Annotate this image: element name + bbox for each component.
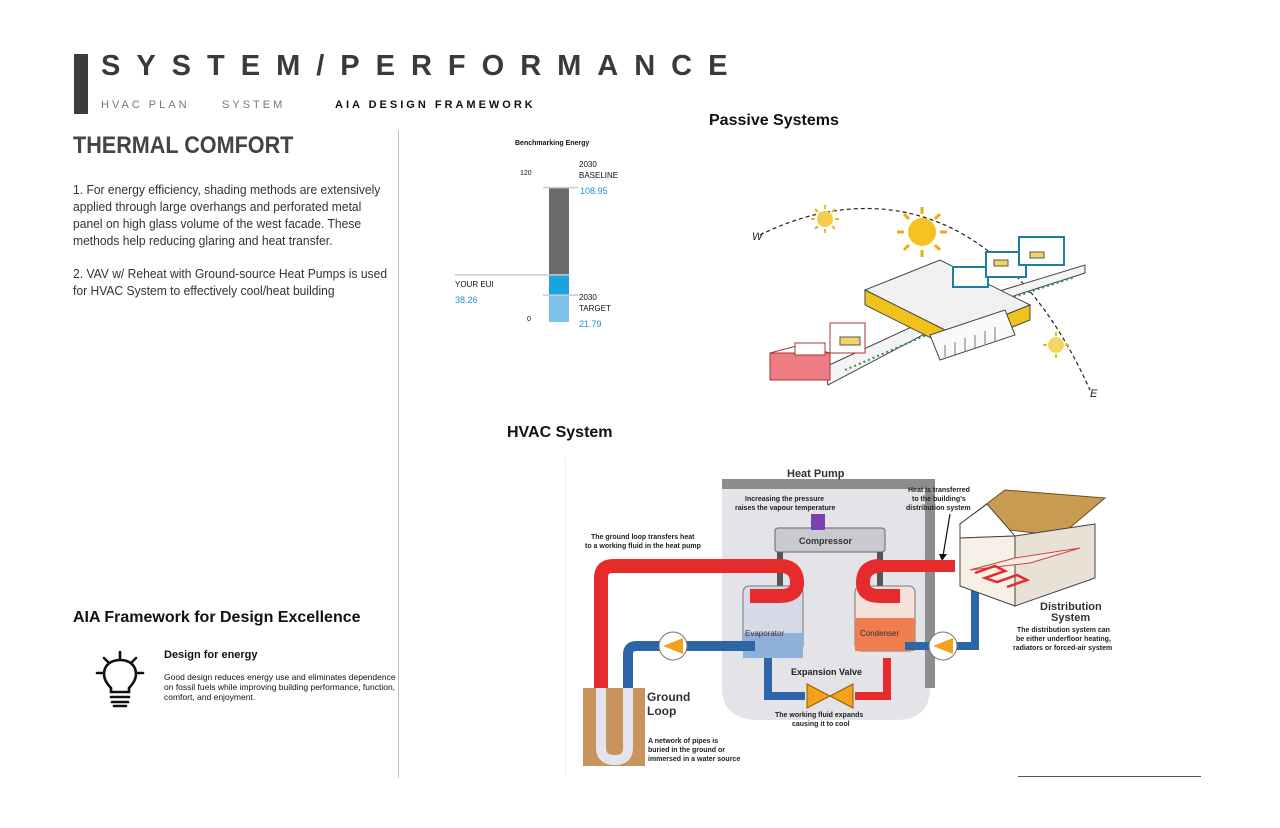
benchmark-energy-chart: Benchmarking Energy 120 0 2030 BASELINE … [455, 140, 618, 329]
chart-title: Benchmarking Energy [515, 140, 589, 147]
eui-label: YOUR EUI [455, 280, 494, 289]
distribution-title-1: Distribution [1040, 601, 1102, 613]
compressor-motor [811, 514, 825, 530]
expansion-valve-label: Expansion Valve [791, 667, 862, 677]
distribution-note-1: The distribution system can [1017, 627, 1110, 634]
evaporator-label: Evaporator [745, 629, 784, 638]
ground-soil [583, 688, 645, 766]
distribution-title-2: System [1051, 612, 1090, 624]
ground-loop-label-2: Loop [647, 704, 676, 718]
paragraph-hvac: 2. VAV w/ Reheat with Ground-source Heat… [73, 266, 388, 298]
distribution-return-pipe [905, 578, 979, 650]
ground-loop-supply-pipe [594, 559, 805, 758]
footer-rule [1018, 776, 1201, 777]
pipes-note-3: immersed in a water source [648, 756, 740, 763]
pipes-note-2: buried in the ground or [648, 747, 725, 754]
pressure-note-1: Increasing the pressure [745, 496, 824, 503]
transfer-note-3: distribution system [906, 505, 971, 512]
target-value: 21.79 [579, 319, 602, 329]
title-accent-bar [74, 54, 88, 114]
pipes-note-1: A network of pipes is [648, 738, 718, 745]
ground-note-1: The ground loop transfers heat [591, 534, 695, 541]
hvac-heat-pump-diagram: Heat Pump Increasing the pressure raises… [565, 458, 1112, 776]
baseline-label: BASELINE [579, 171, 618, 180]
tick-label-0: 0 [527, 316, 531, 323]
aia-subheading: Design for energy [164, 649, 258, 661]
section-heading: THERMAL COMFORT [73, 132, 294, 159]
sun-icon-east [1043, 332, 1069, 358]
building-red-volumes [769, 322, 866, 381]
heat-pump-label: Heat Pump [787, 468, 845, 480]
transfer-note-1: Heat is transferred [908, 487, 970, 494]
ground-note-2: to a working fluid in the heat pump [585, 543, 701, 550]
lightbulb-icon [94, 650, 146, 713]
baseline-value: 108.95 [580, 186, 608, 196]
column-divider [398, 130, 399, 778]
tab-aia-design-framework[interactable]: AIA DESIGN FRAMEWORK [335, 99, 536, 111]
compass-west: W [752, 231, 764, 243]
tab-hvac-plan[interactable]: HVAC PLAN [101, 99, 190, 111]
page-title: SYSTEM/PERFORMANCE [101, 50, 744, 82]
paragraph-shading: 1. For energy efficiency, shading method… [73, 182, 381, 248]
passive-systems-diagram: W E [752, 205, 1098, 400]
tick-label-120: 120 [520, 170, 532, 177]
compressor [774, 527, 886, 553]
target-label-year: 2030 [579, 293, 597, 302]
distribution-house [958, 489, 1107, 607]
sun-icon-small [811, 205, 839, 233]
aia-heading: AIA Framework for Design Excellence [73, 609, 361, 626]
hvac-system-title: HVAC System [507, 424, 613, 441]
pressure-note-2: raises the vapour temperature [735, 505, 835, 512]
transfer-note-2: to the building's [912, 496, 966, 503]
distribution-note-2: be either underfloor heating, [1016, 636, 1111, 643]
working-fluid-note-1: The working fluid expands [775, 712, 863, 719]
tab-system[interactable]: SYSTEM [222, 99, 286, 111]
working-fluid-note-2: causing it to cool [792, 721, 850, 728]
expansion-valve [806, 683, 832, 709]
ground-loop-return-pipe [623, 641, 755, 758]
bar-baseline [549, 187, 569, 275]
building-main-block [863, 259, 1032, 361]
eui-value: 38.26 [455, 295, 478, 305]
passive-systems-title: Passive Systems [709, 112, 839, 129]
baseline-label-year: 2030 [579, 160, 597, 169]
distribution-note-3: radiators or forced-air system [1013, 645, 1112, 652]
aia-description: Good design reduces energy use and elimi… [164, 672, 396, 702]
building-teal-volumes [952, 236, 1065, 288]
compass-east: E [1090, 388, 1098, 400]
condenser-label: Condenser [860, 629, 899, 638]
compressor-label: Compressor [799, 536, 853, 546]
sun-icon-large [897, 207, 947, 257]
ground-loop-label-1: Ground [647, 690, 690, 704]
bar-target [549, 295, 569, 322]
bar-your-eui [549, 274, 569, 296]
target-label: TARGET [579, 304, 611, 313]
